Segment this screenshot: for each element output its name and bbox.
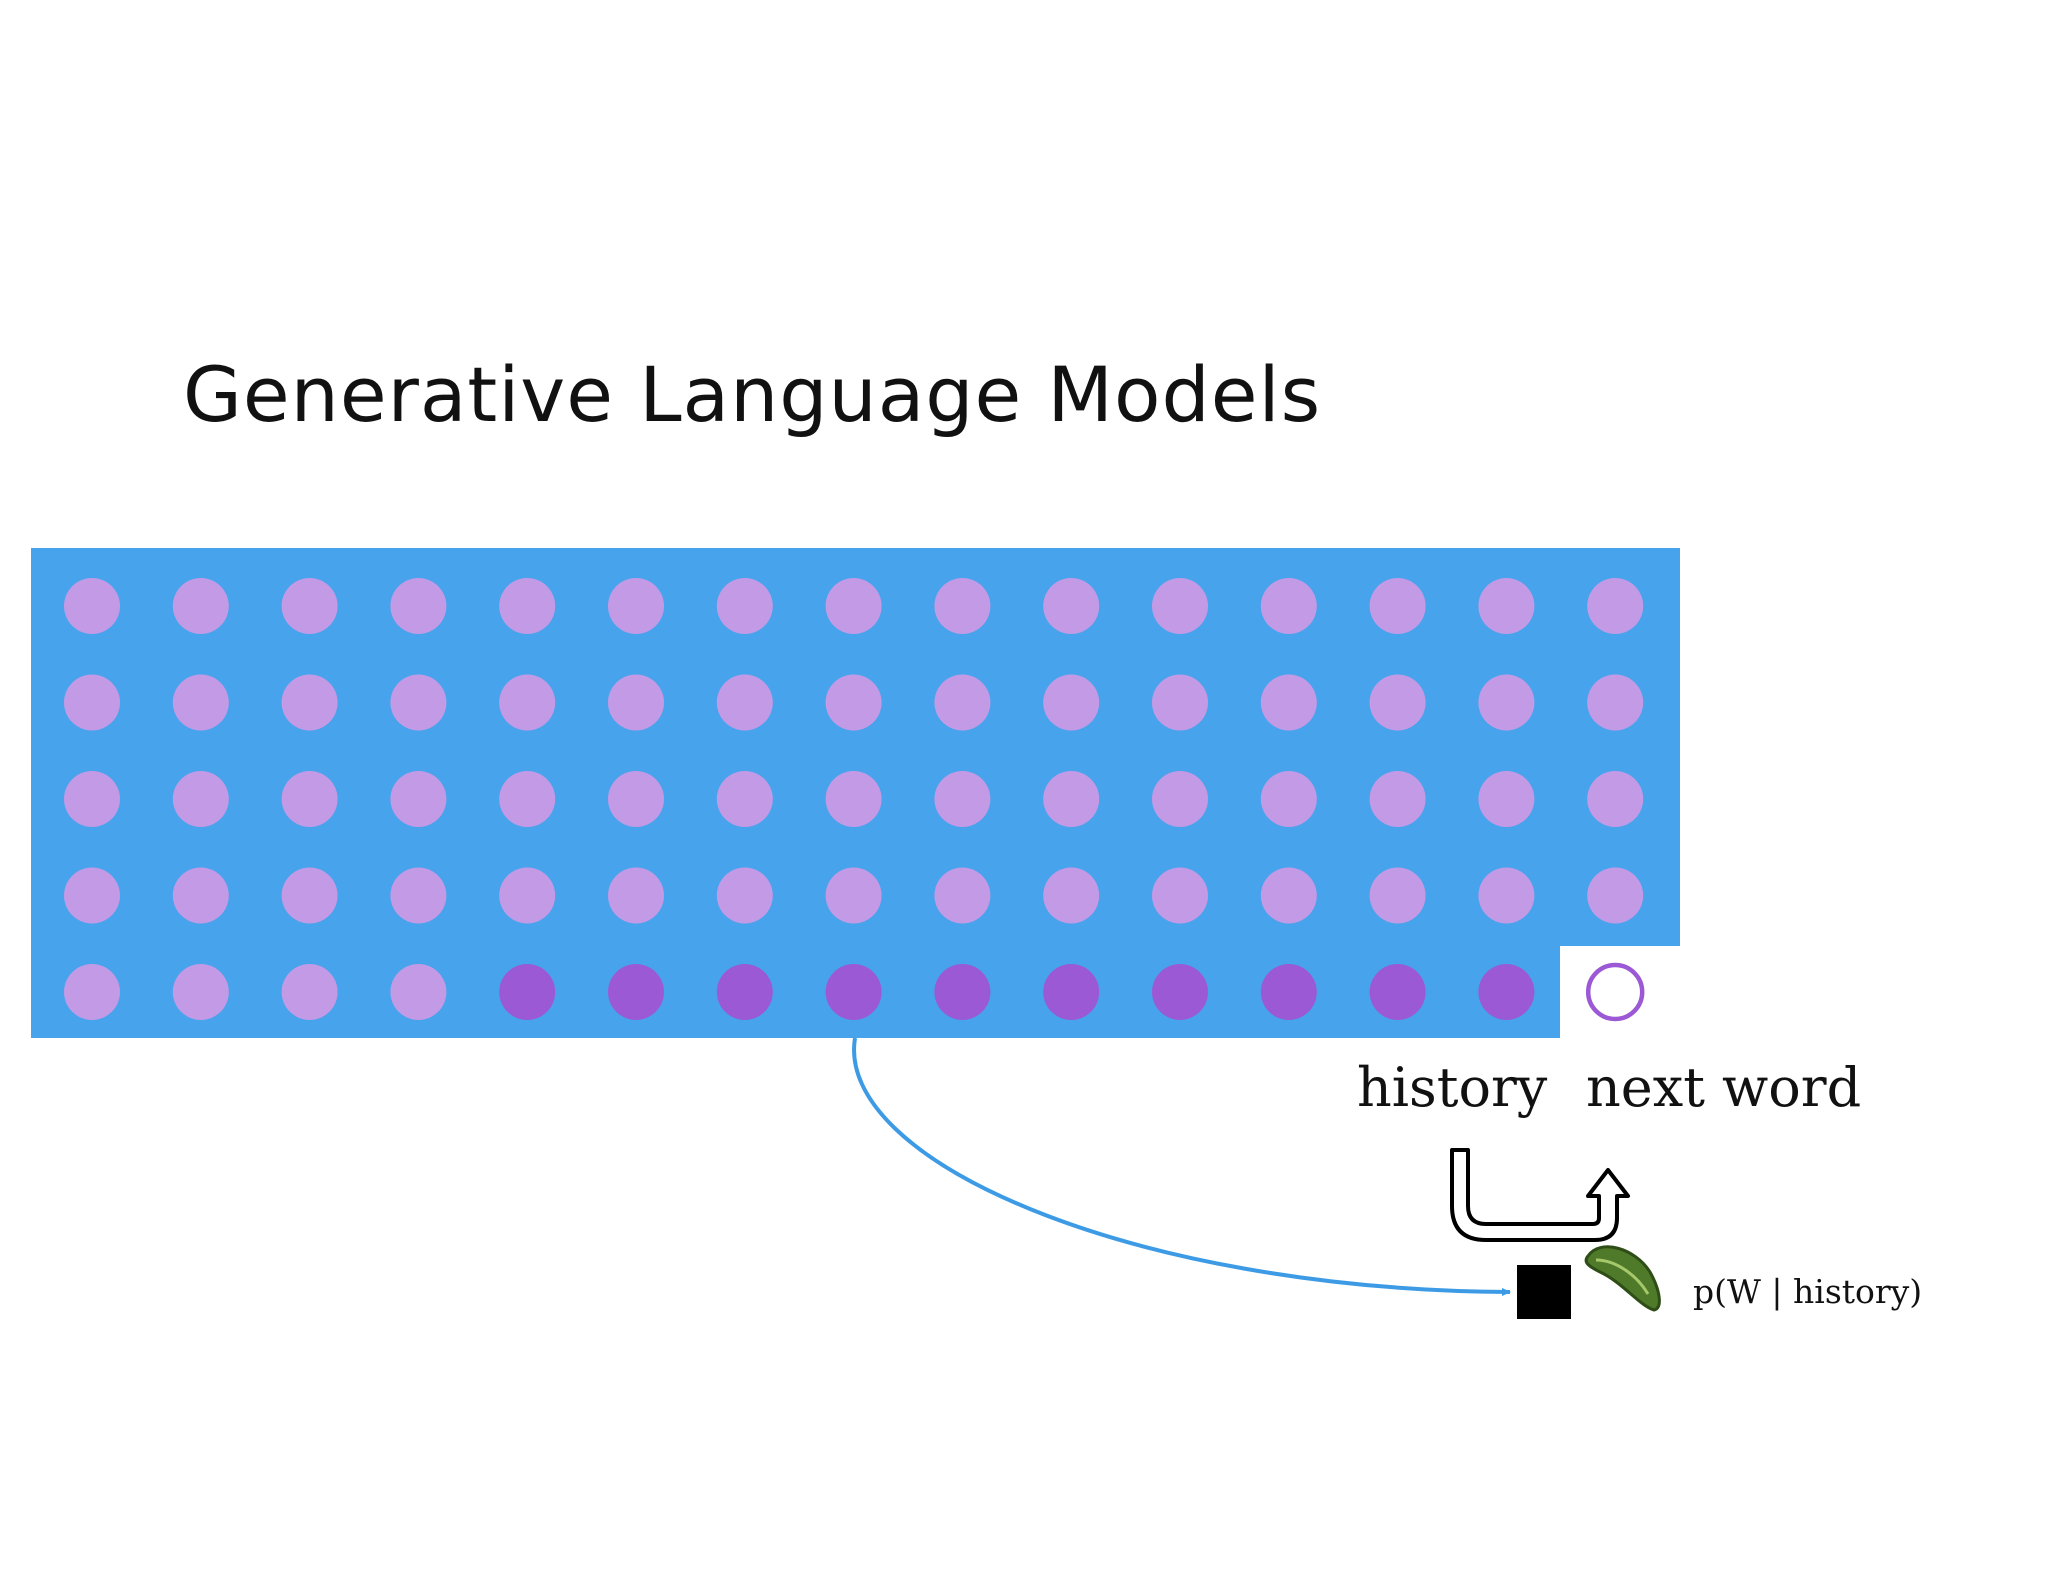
token-dot: [64, 578, 120, 634]
history-token-dot: [1478, 964, 1535, 1020]
token-dot: [499, 578, 556, 634]
token-dot: [934, 771, 991, 827]
token-dot: [499, 771, 556, 827]
token-dot: [172, 867, 229, 924]
history-token-dot: [1152, 964, 1208, 1020]
token-dot: [1587, 674, 1644, 731]
history-token-dot: [1260, 964, 1317, 1020]
pickle-icon: [1584, 1245, 1661, 1312]
token-dot: [1587, 578, 1644, 634]
history-token-dot: [499, 964, 556, 1020]
token-dot: [1152, 674, 1208, 731]
token-dot: [825, 578, 882, 634]
token-dot: [1369, 578, 1426, 634]
token-dot: [716, 578, 773, 634]
token-dot: [499, 674, 556, 731]
token-dot: [608, 578, 664, 634]
u-turn-arrow-icon: [1450, 1148, 1630, 1242]
token-dot: [64, 867, 120, 924]
token-dot: [1260, 867, 1317, 924]
token-dot: [1260, 578, 1317, 634]
token-dot: [608, 674, 664, 731]
token-dot: [1478, 771, 1535, 827]
history-token-dot: [1369, 964, 1426, 1020]
token-dot: [934, 578, 991, 634]
token-dot: [1260, 674, 1317, 731]
history-label: history: [1357, 1056, 1548, 1119]
token-dot: [934, 867, 991, 924]
history-connector-arrow: [852, 1037, 1511, 1296]
token-dot: [390, 674, 447, 731]
token-dot: [1043, 867, 1100, 924]
next-word-label: next word: [1586, 1056, 1862, 1119]
token-dot: [390, 867, 447, 924]
token-dot: [1478, 674, 1535, 731]
history-token-dot: [608, 964, 664, 1020]
token-dot: [1043, 578, 1100, 634]
history-token-dot: [1043, 964, 1100, 1020]
token-dot: [172, 578, 229, 634]
slide-title: Generative Language Models: [183, 350, 1322, 439]
token-dot: [716, 867, 773, 924]
token-dot: [1369, 674, 1426, 731]
probability-label: p(W | history): [1693, 1272, 1923, 1311]
token-dot: [172, 964, 229, 1020]
token-dot: [1478, 578, 1535, 634]
token-dot: [716, 771, 773, 827]
token-dot: [608, 867, 664, 924]
token-dot: [716, 674, 773, 731]
token-dot: [281, 771, 338, 827]
token-dot: [1369, 771, 1426, 827]
token-dot: [64, 674, 120, 731]
token-dot: [1587, 867, 1644, 924]
pickle-highlight: [1595, 1258, 1650, 1295]
token-dot: [1152, 771, 1208, 827]
token-dot: [1043, 674, 1100, 731]
token-dot: [390, 964, 447, 1020]
token-dot: [64, 771, 120, 827]
black-square-icon: [1517, 1265, 1571, 1319]
history-token-dot: [825, 964, 882, 1020]
token-dot: [825, 674, 882, 731]
token-dot: [172, 771, 229, 827]
token-dot: [934, 674, 991, 731]
token-dot: [1587, 771, 1644, 827]
token-dot: [281, 578, 338, 634]
token-dot: [281, 964, 338, 1020]
token-dot: [1152, 867, 1208, 924]
token-dot: [499, 867, 556, 924]
token-dot: [390, 578, 447, 634]
token-dot: [825, 771, 882, 827]
history-token-dot: [716, 964, 773, 1020]
token-dot: [608, 771, 664, 827]
token-dot: [825, 867, 882, 924]
next-word-slot: [1585, 962, 1645, 1022]
token-dot: [1478, 867, 1535, 924]
token-dot: [1369, 867, 1426, 924]
token-dot: [1152, 578, 1208, 634]
token-dot: [390, 771, 447, 827]
token-dot: [64, 964, 120, 1020]
token-dot: [1043, 771, 1100, 827]
token-dot: [1260, 771, 1317, 827]
token-dot: [281, 867, 338, 924]
token-dot: [172, 674, 229, 731]
history-token-dot: [934, 964, 991, 1020]
token-dot: [281, 674, 338, 731]
